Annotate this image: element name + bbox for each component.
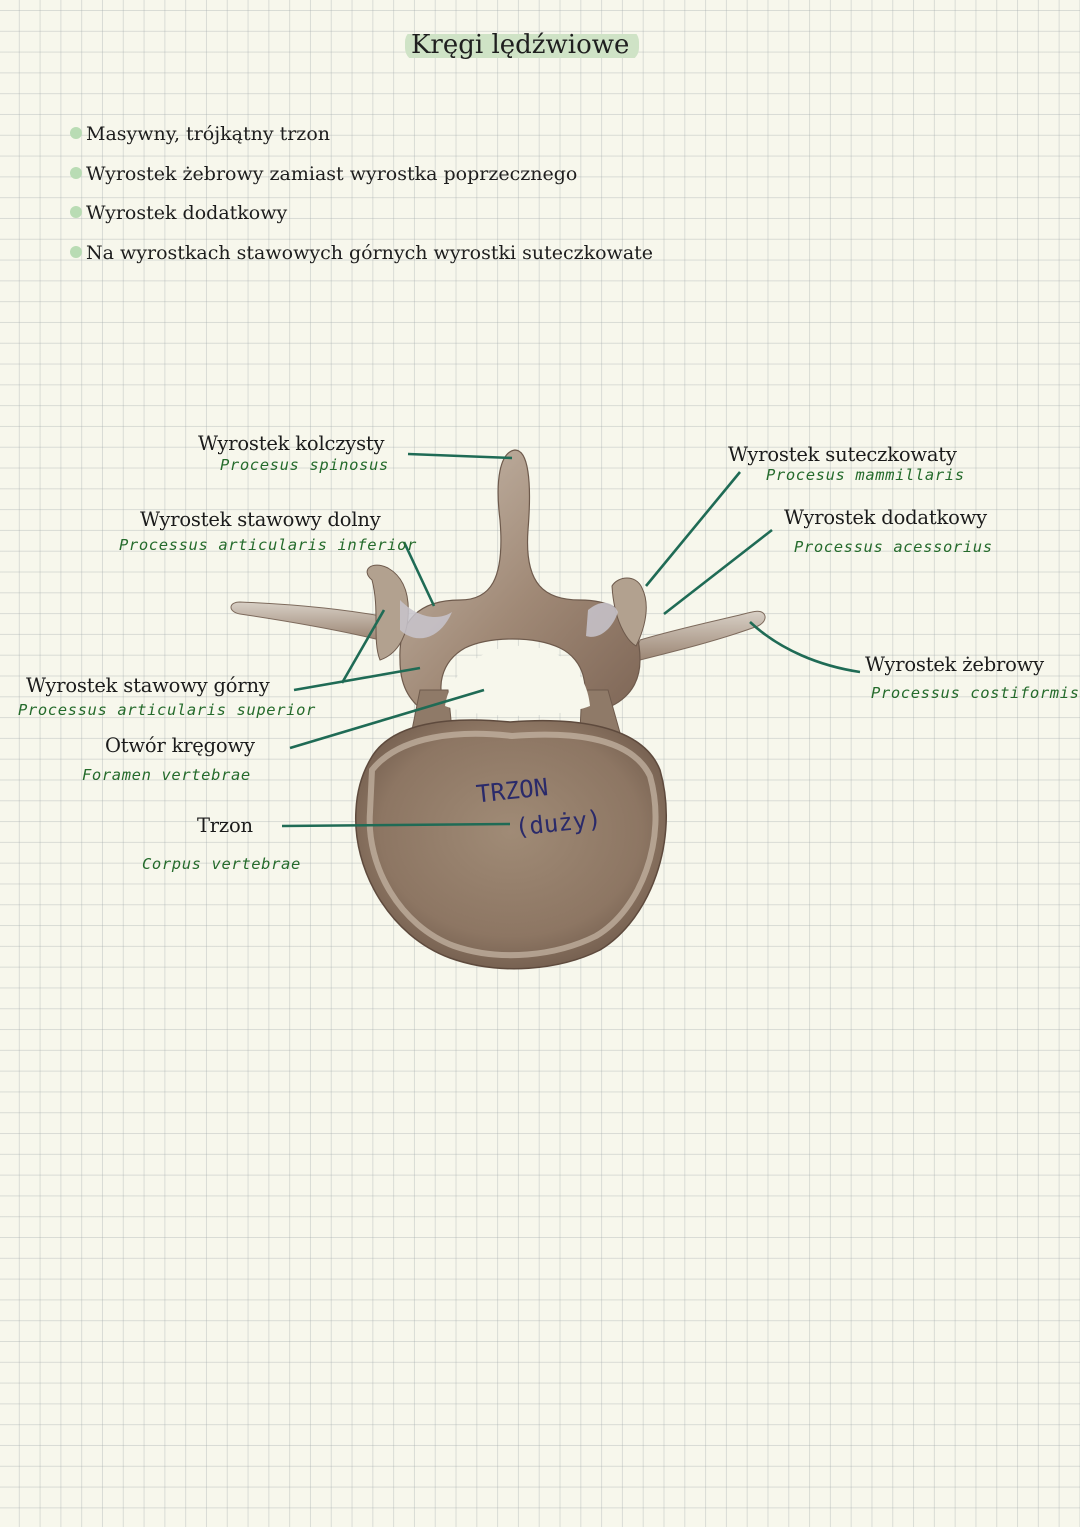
label-foramen-la: Foramen vertebrae <box>82 766 251 784</box>
label-costal-pl: Wyrostek żebrowy <box>865 653 1044 676</box>
label-accessory-la: Processus acessorius <box>794 538 993 556</box>
leader-accessory <box>663 528 773 616</box>
right-facet <box>586 602 618 637</box>
vertebra-illustration: TRZON (duży) <box>230 449 766 970</box>
label-body-la: Corpus vertebrae <box>142 855 301 873</box>
label-mammillary-pl: Wyrostek suteczkowaty <box>728 443 957 466</box>
feature-item: Wyrostek żebrowy zamiast wyrostka poprze… <box>70 158 653 198</box>
vertebral-body <box>355 719 667 970</box>
feature-item: Na wyrostkach stawowych górnych wyrostki… <box>70 237 653 277</box>
feature-text: Masywny, trójkątny trzon <box>86 123 330 145</box>
label-inferior-articular-pl: Wyrostek stawowy dolny <box>140 508 381 531</box>
bullet-icon <box>70 166 82 179</box>
vertebral-body-rim <box>366 730 659 959</box>
label-spinous-pl: Wyrostek kolczysty <box>198 432 385 455</box>
right-costal-process <box>631 610 766 663</box>
label-superior-articular-la: Processus articularis superior <box>18 701 316 719</box>
bullet-icon <box>70 206 82 218</box>
leader-inferior-articular <box>402 541 436 607</box>
feature-item: Wyrostek dodatkowy <box>70 197 653 237</box>
bullet-icon <box>70 127 82 139</box>
feature-item: Masywny, trójkątny trzon <box>70 118 653 158</box>
label-foramen-pl: Otwór kręgowy <box>105 734 255 757</box>
bullet-icon <box>70 245 82 258</box>
label-accessory-pl: Wyrostek dodatkowy <box>784 506 987 529</box>
feature-text: Wyrostek żebrowy zamiast wyrostka poprze… <box>86 162 578 185</box>
page-title: Kręgi lędźwiowe <box>405 28 640 62</box>
left-costal-process <box>230 601 393 641</box>
label-superior-articular-pl: Wyrostek stawowy górny <box>26 674 270 697</box>
leader-superior-articular-a <box>293 666 421 692</box>
label-body-pl: Trzon <box>197 814 253 837</box>
vertebral-foramen <box>445 645 590 716</box>
label-spinous-la: Procesus spinosus <box>220 456 389 474</box>
label-mammillary-la: Procesus mammillaris <box>766 466 965 484</box>
feature-text: Wyrostek dodatkowy <box>86 202 288 224</box>
leader-body <box>281 822 511 828</box>
feature-list: Masywny, trójkątny trzon Wyrostek żebrow… <box>70 118 653 276</box>
right-articular-process <box>611 577 647 647</box>
leader-foramen <box>289 688 485 750</box>
leader-superior-articular-b <box>340 609 386 684</box>
label-inferior-articular-la: Processus articularis inferior <box>119 536 417 554</box>
leader-costal <box>749 621 861 674</box>
feature-text: Na wyrostkach stawowych górnych wyrostki… <box>86 241 654 264</box>
label-costal-la: Processus costiformis <box>871 684 1080 702</box>
leader-spinous <box>407 452 513 460</box>
left-facet <box>400 600 452 639</box>
leader-lines <box>281 452 861 828</box>
leader-mammillary <box>644 471 742 587</box>
